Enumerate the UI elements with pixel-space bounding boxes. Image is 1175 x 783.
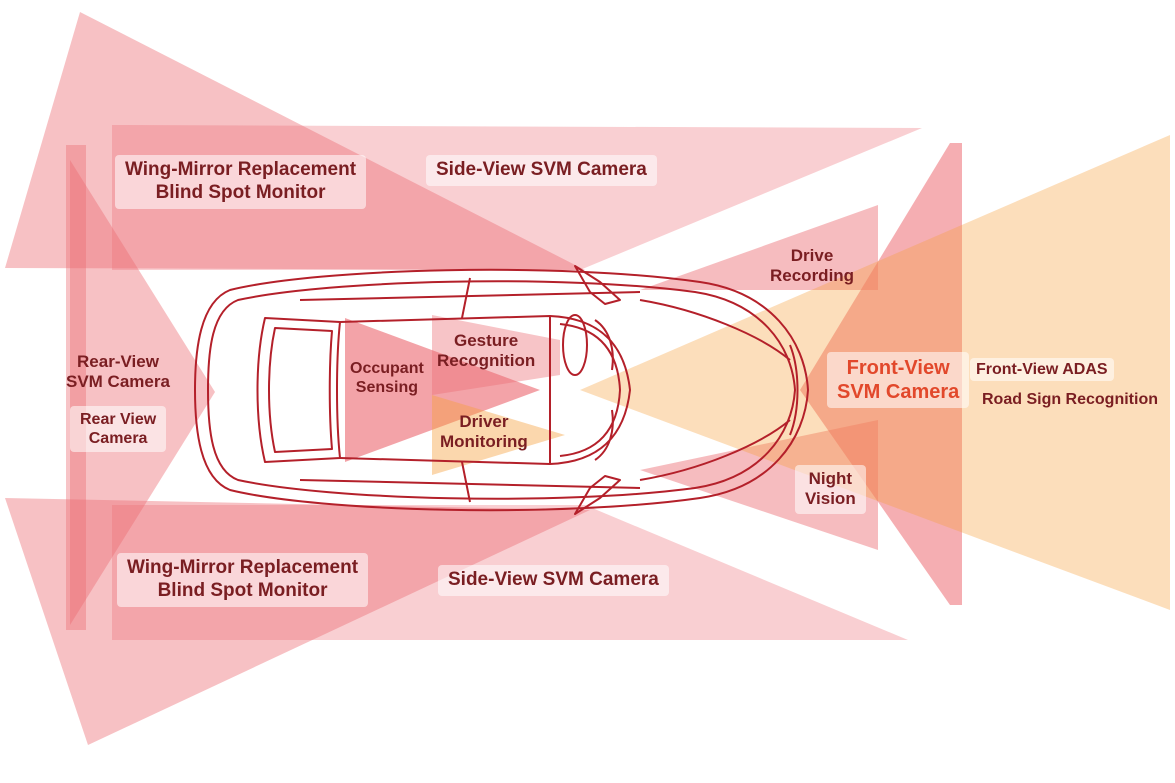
gesture-recognition-zone bbox=[432, 315, 560, 395]
hood-line-bottom bbox=[639, 419, 791, 481]
front-view-svm-label: Front-View SVM Camera bbox=[827, 352, 970, 408]
road-sign-recognition-label: Road Sign Recognition bbox=[982, 391, 1158, 408]
side-view-top-label: Side-View SVM Camera bbox=[426, 155, 657, 186]
dashboard-bottom bbox=[594, 409, 614, 461]
gesture-recognition-label: Gesture Recognition bbox=[437, 331, 536, 371]
driver-monitoring-label: Driver Monitoring bbox=[440, 412, 528, 452]
rear-band-zone bbox=[66, 145, 86, 630]
rear-view-zone bbox=[70, 160, 215, 625]
side-view-bottom-label: Side-View SVM Camera bbox=[438, 565, 669, 596]
night-vision-zone bbox=[640, 420, 878, 550]
mirror-bottom bbox=[574, 475, 621, 515]
windshield bbox=[549, 315, 631, 465]
car-body-outline bbox=[194, 268, 809, 512]
roof-line bbox=[339, 315, 551, 465]
drive-recording-zone bbox=[640, 205, 878, 290]
steering-wheel bbox=[562, 314, 588, 376]
door-seam-bottom bbox=[461, 461, 471, 503]
occupant-sensing-zone bbox=[345, 318, 540, 462]
front-view-adas-label: Front-View ADAS bbox=[970, 358, 1114, 382]
front-bumper bbox=[789, 344, 799, 436]
door-seam-top bbox=[461, 277, 471, 319]
door-line-bottom bbox=[299, 479, 641, 489]
door-line-top bbox=[299, 291, 641, 301]
wing-mirror-top-label: Wing-Mirror Replacement Blind Spot Monit… bbox=[115, 155, 367, 209]
occupant-sensing-label: Occupant Sensing bbox=[350, 360, 424, 397]
rear-window bbox=[256, 317, 341, 463]
rear-window-inner bbox=[268, 327, 333, 453]
wing-mirror-bottom-label: Wing-Mirror Replacement Blind Spot Monit… bbox=[117, 553, 369, 607]
dashboard-top bbox=[594, 319, 614, 371]
night-vision-label: Night Vision bbox=[795, 465, 866, 514]
mirror-top bbox=[574, 265, 621, 305]
car-body-inner bbox=[207, 280, 796, 500]
rear-view-camera-label: Rear View Camera bbox=[70, 406, 167, 453]
driver-monitoring-zone bbox=[432, 395, 565, 475]
hood-line-top bbox=[639, 299, 791, 361]
drive-recording-label: Drive Recording bbox=[770, 246, 855, 286]
rear-view-svm-label: Rear-View SVM Camera bbox=[66, 352, 170, 392]
windshield-inner bbox=[559, 323, 621, 457]
